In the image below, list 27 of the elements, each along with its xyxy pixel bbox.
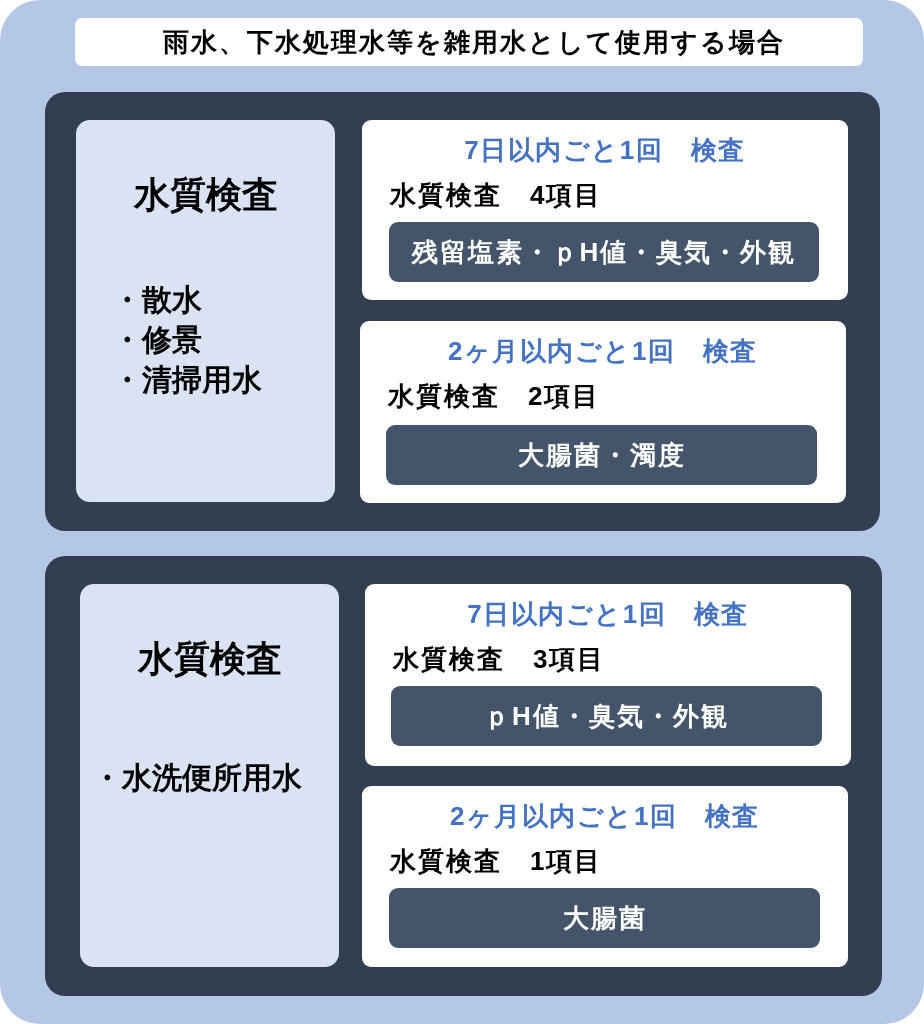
card-heading: 水質検査 bbox=[137, 637, 282, 681]
schedule-heading: 7日以内ごと1回 検査 bbox=[464, 134, 746, 167]
category-panel bbox=[45, 92, 880, 531]
usage-list-item: ・水洗便所用水 bbox=[92, 760, 302, 796]
test-items-banner: 大腸菌・濁度 bbox=[386, 425, 817, 485]
schedule-card bbox=[362, 786, 848, 967]
card-heading: 水質検査 bbox=[133, 173, 278, 217]
usage-card bbox=[76, 120, 335, 502]
test-items-banner: ｐH値・臭気・外観 bbox=[391, 686, 822, 746]
schedule-heading: 2ヶ月以内ごと1回 検査 bbox=[450, 800, 760, 833]
test-items-banner: 残留塩素・ｐH値・臭気・外観 bbox=[389, 222, 819, 282]
schedule-heading: 2ヶ月以内ごと1回 検査 bbox=[448, 335, 758, 368]
schedule-heading: 7日以内ごと1回 検査 bbox=[467, 598, 749, 631]
usage-card bbox=[80, 584, 339, 967]
item-count-label: 水質検査 2項目 bbox=[388, 381, 601, 411]
item-count-label: 水質検査 1項目 bbox=[390, 846, 603, 876]
usage-list-item: ・修景 bbox=[112, 322, 202, 358]
schedule-card bbox=[365, 584, 851, 766]
usage-list-item: ・散水 bbox=[112, 282, 202, 318]
category-panel bbox=[45, 556, 882, 996]
usage-list-item: ・清掃用水 bbox=[112, 362, 262, 398]
schedule-card bbox=[360, 321, 846, 503]
schedule-card bbox=[362, 120, 848, 300]
title-banner: 雨水、下水処理水等を雑用水として使用する場合 bbox=[75, 18, 863, 66]
test-items-banner: 大腸菌 bbox=[389, 888, 820, 948]
item-count-label: 水質検査 4項目 bbox=[390, 180, 603, 210]
item-count-label: 水質検査 3項目 bbox=[393, 644, 606, 674]
